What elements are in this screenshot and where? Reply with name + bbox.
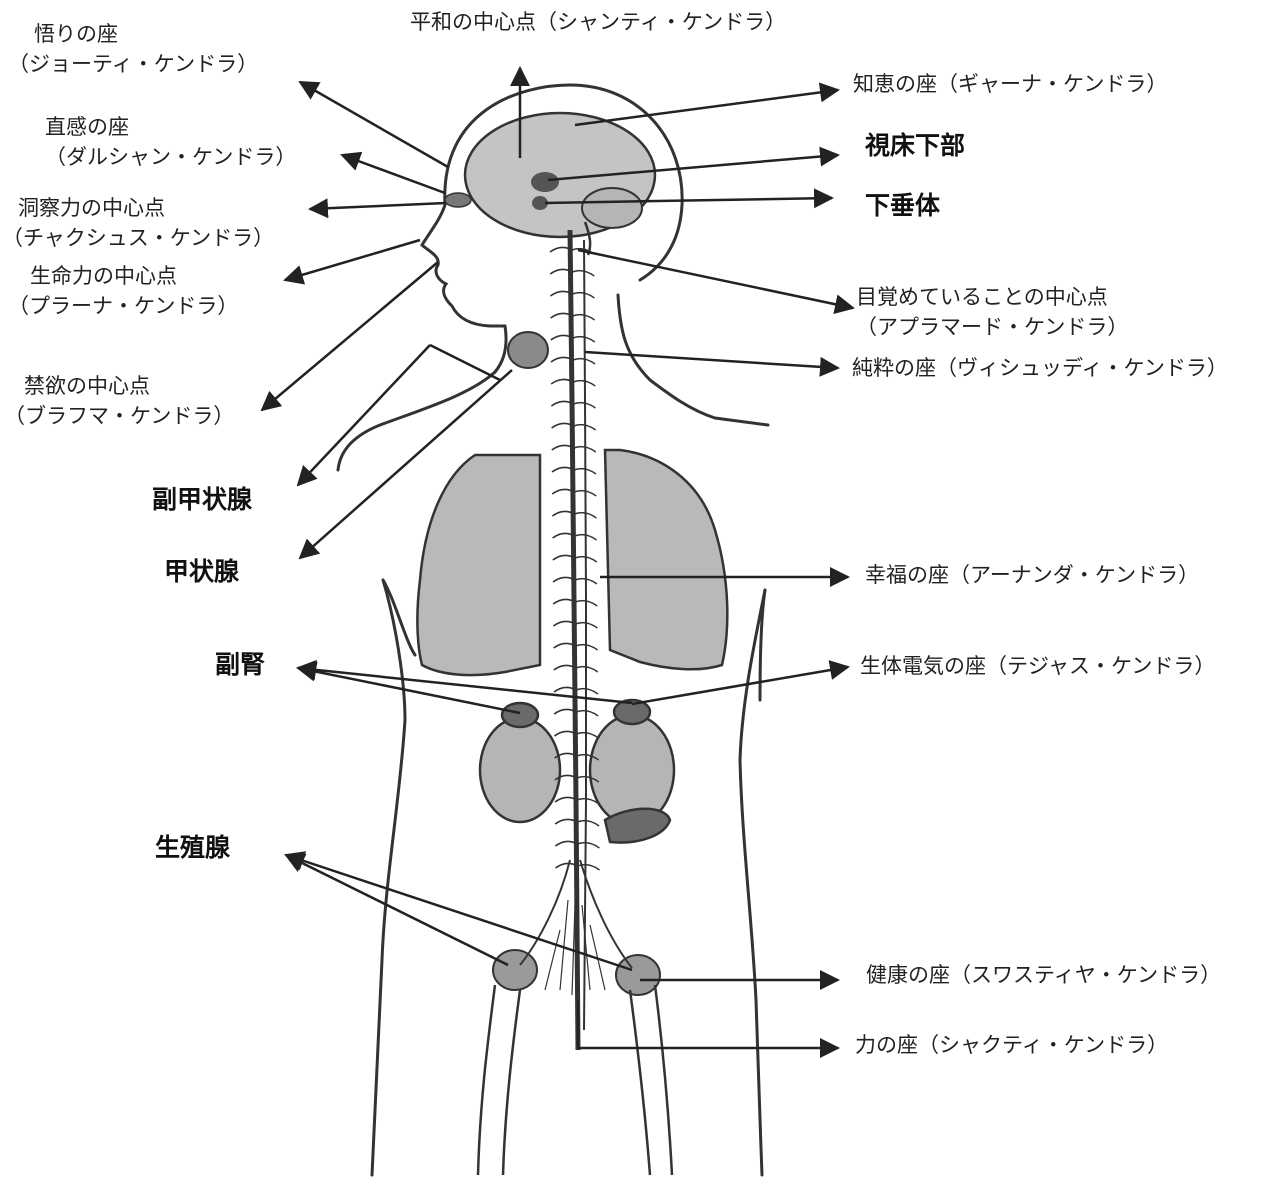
nerve-branch: [572, 271, 594, 276]
arrow-insight: [310, 203, 446, 209]
arrow-intuition: [342, 155, 445, 193]
arrow-abstinence: [262, 262, 438, 410]
label-gonads: 生殖腺: [155, 833, 230, 863]
left-arm: [383, 580, 415, 655]
nerve-branch: [577, 843, 599, 848]
brain: [465, 113, 655, 255]
label-pituitary: 下垂体: [865, 191, 940, 221]
label-adrenal: 副腎: [215, 650, 265, 680]
label-enlightenment: 悟りの座: [34, 22, 118, 47]
label-bioelectric: 生体電気の座（テジャス・ケンドラ）: [860, 654, 1215, 679]
arrow-vitality: [285, 240, 420, 280]
arrow-enlightenment: [300, 82, 448, 167]
right-lung: [605, 450, 727, 669]
label-intuition: 直感の座: [45, 115, 129, 140]
label-abstinence: 禁欲の中心点: [24, 374, 150, 399]
label-intuition-sub: （ダルシャン・ケンドラ）: [45, 145, 296, 170]
label-health: 健康の座（スワスティヤ・ケンドラ）: [866, 963, 1221, 988]
label-awakening: 目覚めていることの中心点: [856, 285, 1108, 310]
arrow-purity: [585, 352, 838, 368]
left-adrenal: [502, 703, 538, 727]
arrow-gonads-2: [286, 855, 632, 970]
nerve-branch: [577, 821, 599, 826]
label-vitality-sub: （プラーナ・ケンドラ）: [8, 294, 238, 319]
label-hypothalamus: 視床下部: [865, 131, 965, 161]
label-enlightenment-sub: （ジョーティ・ケンドラ）: [8, 52, 258, 77]
parathyroid-leader: [430, 345, 500, 380]
arrow-gonads-1: [286, 855, 508, 965]
thyroid-gland: [508, 332, 548, 368]
hypothalamus-gland: [531, 172, 559, 192]
label-awakening-sub: （アプラマード・ケンドラ）: [856, 315, 1128, 340]
arrow-wisdom: [575, 90, 838, 125]
label-insight-sub: （チャクシュス・ケンドラ）: [2, 226, 274, 251]
nerve-branch: [576, 733, 598, 738]
legs: [478, 985, 672, 1175]
left-torso: [372, 580, 405, 1175]
label-abstinence-sub: （ブラフマ・ケンドラ）: [4, 404, 234, 429]
nerve-branch: [576, 711, 598, 716]
left-lung: [417, 455, 540, 675]
label-vitality: 生命力の中心点: [30, 264, 177, 289]
label-parathyroid: 副甲状腺: [152, 485, 252, 515]
label-wisdom: 知恵の座（ギャーナ・ケンドラ）: [853, 72, 1167, 97]
label-purity: 純粋の座（ヴィシュッディ・ケンドラ）: [852, 356, 1228, 381]
label-peace-center: 平和の中心点（シャンティ・ケンドラ）: [410, 10, 786, 35]
left-kidney: [480, 718, 560, 822]
label-power: 力の座（シャクティ・ケンドラ）: [855, 1033, 1168, 1058]
liver-part: [605, 809, 670, 843]
label-insight: 洞察力の中心点: [18, 196, 165, 221]
label-happiness: 幸福の座（アーナンダ・ケンドラ）: [865, 563, 1199, 588]
right-kidney: [590, 715, 674, 825]
label-thyroid: 甲状腺: [164, 557, 239, 587]
insight-point: [445, 193, 471, 207]
arrow-bioelectric: [632, 667, 848, 704]
